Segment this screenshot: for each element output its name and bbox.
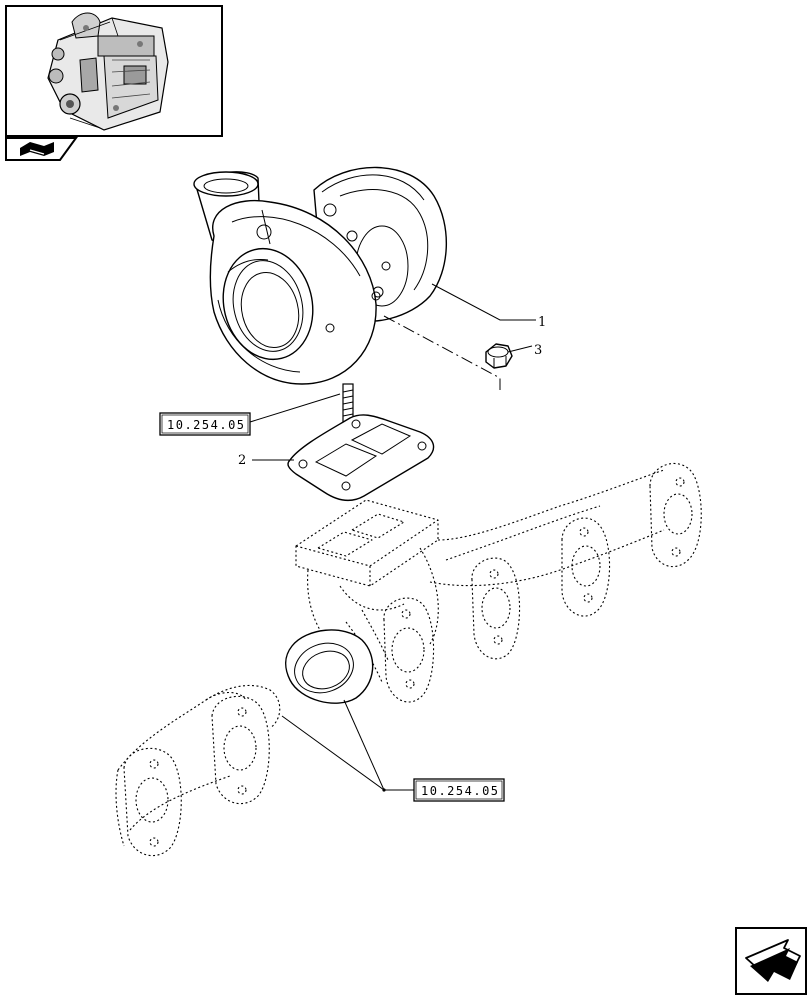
reference-label-lower: 10.254.05	[421, 784, 500, 798]
engine-thumbnail-icon	[47, 12, 169, 131]
reference-box-upper[interactable]: 10.254.05	[159, 412, 251, 436]
reference-box-lower[interactable]: 10.254.05	[413, 778, 505, 802]
leader-lines	[249, 283, 536, 792]
callout-2: 2	[238, 453, 246, 468]
callout-1: 1	[538, 315, 546, 330]
exhaust-manifold-rear	[115, 684, 281, 857]
gasket	[287, 414, 435, 502]
stud	[342, 383, 354, 423]
exhaust-manifold-front	[295, 462, 702, 703]
sealing-ring	[285, 629, 374, 704]
callout-3: 3	[534, 343, 542, 358]
next-page-button[interactable]	[735, 927, 807, 995]
turbocharger	[193, 166, 448, 385]
reference-label-upper: 10.254.05	[167, 418, 246, 432]
engine-thumbnail[interactable]	[5, 5, 223, 137]
book-arrow-icon	[20, 142, 54, 156]
next-page-arrow-icon	[745, 939, 801, 982]
nut	[485, 343, 513, 369]
section-tab[interactable]	[5, 137, 78, 161]
centerline-turbo-to-nut	[383, 315, 501, 390]
